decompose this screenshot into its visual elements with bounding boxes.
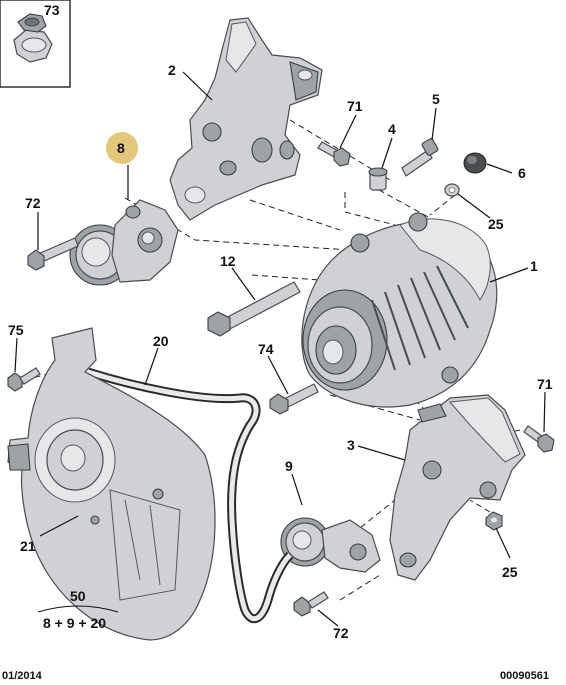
washer-part-25-upper <box>444 183 460 197</box>
callout-25-lower[interactable]: 25 <box>502 564 518 580</box>
bolt-part-71-upper <box>317 141 351 167</box>
cap-part-6 <box>463 152 487 174</box>
bracket-part-2 <box>169 17 323 221</box>
callout-75[interactable]: 75 <box>8 322 24 338</box>
idler-pulley-part-9 <box>280 517 381 573</box>
belt-part-20 <box>86 367 294 624</box>
sleeve-part-4 <box>368 167 388 191</box>
callout-9[interactable]: 9 <box>285 458 293 474</box>
bolt-part-72-lower <box>293 591 329 617</box>
bracket-part-3 <box>389 394 526 581</box>
callout-2[interactable]: 2 <box>168 62 176 78</box>
callout-6[interactable]: 6 <box>518 165 526 181</box>
alternator-part-1 <box>301 212 498 408</box>
kit-callout: 50 8 + 9 + 20 <box>37 588 119 631</box>
stud-part-5 <box>401 138 439 177</box>
callout-25-upper[interactable]: 25 <box>488 216 504 232</box>
callout-21[interactable]: 21 <box>20 538 36 554</box>
callout-1[interactable]: 1 <box>530 258 538 274</box>
footer-date: 01/2014 <box>2 670 43 682</box>
bolt-part-75 <box>7 367 41 392</box>
callout-72-upper[interactable]: 72 <box>25 195 41 211</box>
belt-cover-part-21 <box>7 327 216 641</box>
callout-74[interactable]: 74 <box>258 341 274 357</box>
bolt-part-71-lower <box>523 425 555 453</box>
callout-labels: 2 71 5 4 8 6 72 25 12 1 75 20 74 71 3 9 … <box>8 62 553 641</box>
callout-3[interactable]: 3 <box>347 437 355 453</box>
kit-contents: 8 + 9 + 20 <box>43 615 106 631</box>
callout-8[interactable]: 8 <box>117 140 125 156</box>
callout-71-upper[interactable]: 71 <box>347 98 363 114</box>
callout-20[interactable]: 20 <box>153 333 169 349</box>
inset-nut-73: 73 <box>0 0 71 88</box>
callout-71-lower[interactable]: 71 <box>537 376 553 392</box>
callout-4[interactable]: 4 <box>388 121 396 137</box>
callout-5[interactable]: 5 <box>432 91 440 107</box>
footer-code: 00090561 <box>500 670 549 682</box>
kit-number[interactable]: 50 <box>70 588 86 604</box>
highlight-circle-8 <box>106 132 138 164</box>
callout-72-lower[interactable]: 72 <box>333 625 349 641</box>
nut-part-25-lower <box>485 511 503 531</box>
bolt-part-12 <box>207 281 301 337</box>
callout-73[interactable]: 73 <box>44 2 60 18</box>
leader-lines <box>14 71 546 627</box>
bolt-part-74 <box>269 383 319 415</box>
callout-12[interactable]: 12 <box>220 253 236 269</box>
tensioner-part-8 <box>69 199 179 286</box>
bolt-part-72-upper <box>27 237 79 271</box>
